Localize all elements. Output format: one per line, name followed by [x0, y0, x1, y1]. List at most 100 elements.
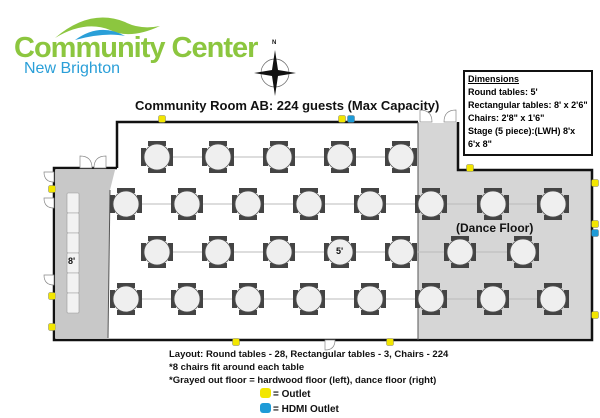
- round-table: [293, 283, 325, 315]
- chair: [422, 310, 440, 315]
- round-table: [477, 188, 509, 220]
- legend-label: = HDMI Outlet: [273, 404, 339, 415]
- stage: [66, 192, 80, 314]
- stage-piece: [66, 272, 80, 294]
- chair: [361, 283, 379, 288]
- chair: [229, 243, 234, 261]
- chair: [484, 310, 502, 315]
- north-label: N: [272, 40, 277, 46]
- chair: [324, 243, 329, 261]
- tables: [110, 141, 569, 315]
- table-top: [143, 238, 171, 266]
- table-top: [112, 285, 140, 313]
- chair: [544, 283, 562, 288]
- table-top: [234, 190, 262, 218]
- chair: [381, 290, 386, 308]
- chair: [239, 188, 257, 193]
- chair: [168, 148, 173, 166]
- round-table: [171, 188, 203, 220]
- round-table: [385, 236, 417, 268]
- chair: [259, 195, 264, 213]
- hdmi-swatch-icon: [260, 403, 271, 413]
- round-table: [385, 141, 417, 173]
- chair: [412, 243, 417, 261]
- chair: [564, 290, 569, 308]
- chair: [137, 195, 142, 213]
- chair: [392, 168, 410, 173]
- round-table: [354, 283, 386, 315]
- layout-note: Layout: Round tables - 28, Rectangular t…: [169, 349, 449, 360]
- outlet-icon: [386, 338, 394, 346]
- chair: [504, 195, 509, 213]
- chair: [137, 290, 142, 308]
- dimensions-heading: Dimensions: [468, 74, 520, 84]
- chair: [392, 263, 410, 268]
- outlet-icon: [48, 292, 56, 300]
- chair: [232, 195, 237, 213]
- table-top: [143, 143, 171, 171]
- chair: [198, 290, 203, 308]
- page-title: Community Room AB: 224 guests (Max Capac…: [135, 98, 440, 113]
- chair: [178, 215, 196, 220]
- table-top: [295, 190, 323, 218]
- dance-floor-label: (Dance Floor): [456, 221, 534, 235]
- round-table: [507, 236, 539, 268]
- chair: [178, 310, 196, 315]
- legend-hdmi: = HDMI Outlet: [260, 403, 339, 415]
- chair: [415, 290, 420, 308]
- round-table: [537, 188, 569, 220]
- chair: [442, 195, 447, 213]
- round-table: [293, 188, 325, 220]
- outlet-icon: [591, 179, 599, 187]
- chair: [229, 148, 234, 166]
- chair: [141, 148, 146, 166]
- chair: [117, 283, 135, 288]
- table-top: [539, 190, 567, 218]
- chair: [270, 236, 288, 241]
- chair: [232, 290, 237, 308]
- floor-note: *Grayed out floor = hardwood floor (left…: [169, 375, 437, 386]
- table-top: [387, 143, 415, 171]
- chair: [331, 141, 349, 146]
- hdmi-outlet-icon: [347, 115, 355, 123]
- outlet-icon: [338, 115, 346, 123]
- dimension-line: Rectangular tables: 8' x 2'6": [468, 100, 588, 110]
- chair: [110, 290, 115, 308]
- table-top: [326, 238, 354, 266]
- chair: [290, 148, 295, 166]
- chair: [471, 243, 476, 261]
- chair: [141, 243, 146, 261]
- dimension-line: Chairs: 2'8" x 1'6": [468, 113, 545, 123]
- outlet-icon: [158, 115, 166, 123]
- chair: [544, 215, 562, 220]
- chair: [564, 195, 569, 213]
- chair: [300, 215, 318, 220]
- table-top: [446, 238, 474, 266]
- round-table: [263, 236, 295, 268]
- chair: [484, 283, 502, 288]
- round-table: [171, 283, 203, 315]
- table-top: [204, 238, 232, 266]
- chair: [300, 310, 318, 315]
- chair: [117, 215, 135, 220]
- chair: [351, 243, 356, 261]
- round-table: [232, 283, 264, 315]
- round-table: [263, 141, 295, 173]
- outlets: [48, 115, 599, 346]
- legend-outlet: = Outlet: [260, 388, 311, 400]
- chair: [354, 290, 359, 308]
- chair: [209, 141, 227, 146]
- table-top: [417, 285, 445, 313]
- chair: [451, 263, 469, 268]
- round-table: [324, 236, 356, 268]
- chair: [361, 310, 379, 315]
- chair: [202, 148, 207, 166]
- hdmi-outlet-icon: [591, 229, 599, 237]
- chair: [290, 243, 295, 261]
- chair: [263, 243, 268, 261]
- table-top: [204, 143, 232, 171]
- chair: [259, 290, 264, 308]
- chair: [392, 236, 410, 241]
- chair: [209, 263, 227, 268]
